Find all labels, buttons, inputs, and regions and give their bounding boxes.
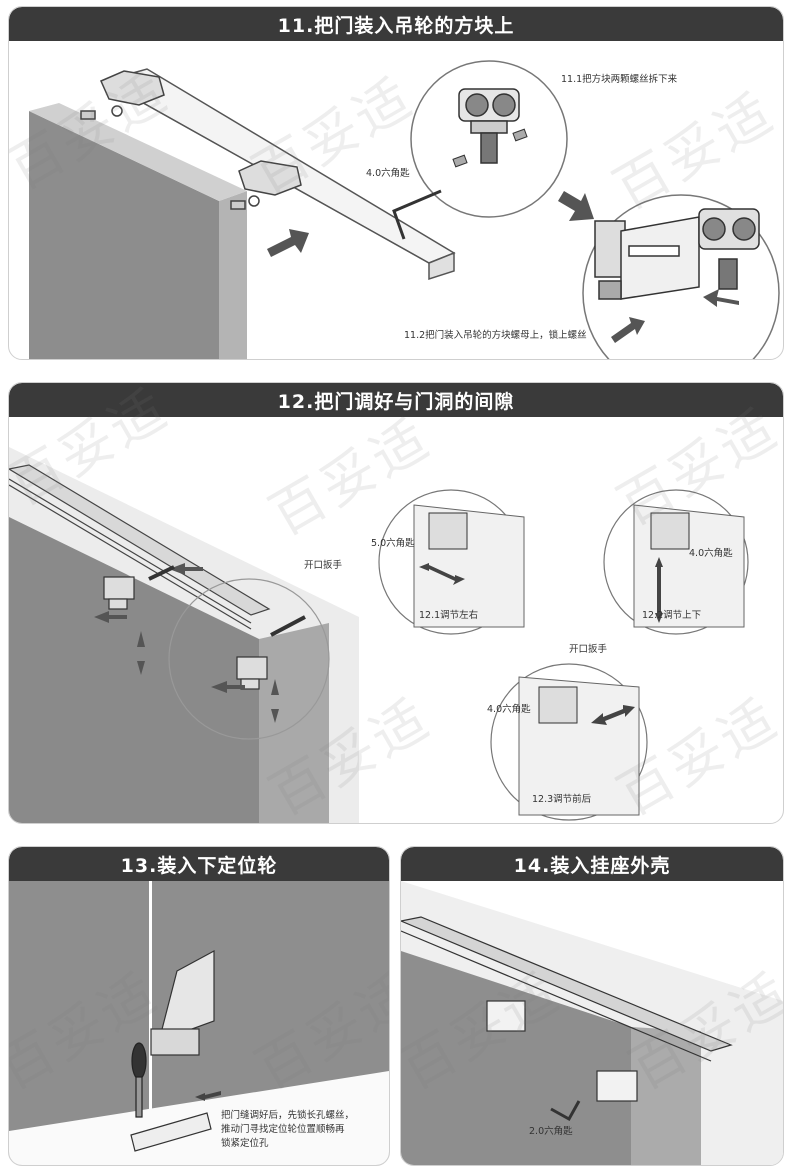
step-14-illustration <box>401 881 783 1165</box>
step-14-title: 14.装入挂座外壳 <box>401 847 783 881</box>
hanger-right <box>231 161 301 209</box>
hanger-cover-right <box>597 1071 637 1101</box>
label-hex-2: 2.0六角匙 <box>529 1123 573 1137</box>
caption-12-3: 12.3调节前后 <box>532 791 591 805</box>
door-edge <box>259 623 329 823</box>
label-hex-key-4: 4.0六角匙 <box>366 165 410 179</box>
door-edge <box>631 1027 701 1165</box>
step-12-title: 12.把门调好与门洞的间隙 <box>9 383 783 417</box>
door-edge <box>219 191 247 359</box>
label-wrench-main: 开口扳手 <box>304 557 342 571</box>
step-13-panel: 13.装入下定位轮 把门缝调好后，先锁长孔螺丝， 推动门寻找定位轮位置顺畅再 锁… <box>8 846 390 1166</box>
label-11-2: 11.2把门装入吊轮的方块螺母上，锁上螺丝 <box>404 327 587 341</box>
step-12-panel: 12.把门调好与门洞的间隙 <box>8 382 784 824</box>
direction-arrow <box>267 229 309 257</box>
step-11-title: 11.把门装入吊轮的方块上 <box>9 7 783 41</box>
caption-12-1: 12.1调节左右 <box>419 607 478 621</box>
arrow-to-detail-2 <box>558 191 594 221</box>
step-11-panel: 11.把门装入吊轮的方块上 <box>8 6 784 360</box>
label-hex-4c: 4.0六角匙 <box>487 701 531 715</box>
step-13-note: 把门缝调好后，先锁长孔螺丝， 推动门寻找定位轮位置顺畅再 锁紧定位孔 <box>221 1109 354 1151</box>
step-11-illustration <box>9 41 783 359</box>
step-13-title: 13.装入下定位轮 <box>9 847 389 881</box>
caption-12-2: 12.2调节上下 <box>642 607 701 621</box>
label-wrench-c: 开口扳手 <box>569 641 607 655</box>
door-left <box>9 517 91 823</box>
label-hex-5: 5.0六角匙 <box>371 535 415 549</box>
label-11-1: 11.1把方块两颗螺丝拆下来 <box>561 71 677 85</box>
hanger-cover-left <box>487 1001 525 1031</box>
label-hex-4: 4.0六角匙 <box>689 545 733 559</box>
hanger-left <box>81 71 164 119</box>
step-14-panel: 14.装入挂座外壳 2.0六角匙 百妥适 百妥适 <box>400 846 784 1166</box>
